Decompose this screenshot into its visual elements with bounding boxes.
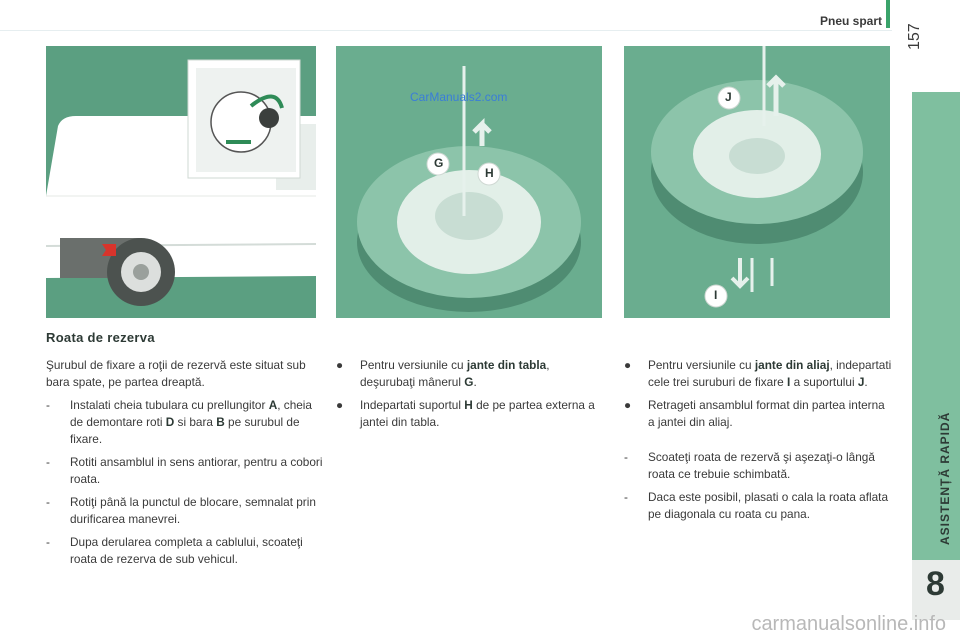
header-accent-bar bbox=[886, 0, 890, 28]
dash-marker: - bbox=[46, 455, 50, 469]
chapter-side-tab bbox=[912, 92, 960, 562]
callout-J: J bbox=[725, 90, 732, 104]
figure-van-spare-wheel bbox=[46, 46, 316, 318]
item-bold: G bbox=[464, 375, 474, 389]
page-header-title: Pneu spart bbox=[819, 14, 882, 28]
item-text: Rotiti ansamblul in sens antiorar, pentr… bbox=[70, 455, 323, 486]
dash-marker: - bbox=[624, 450, 628, 464]
item-text: Rotiţi până la punctul de blocare, semna… bbox=[70, 495, 316, 526]
dash-marker: - bbox=[46, 495, 50, 509]
list-item: ● Pentru versiunile cu jante din tabla, d… bbox=[336, 357, 606, 391]
item-text: Instalati cheia tubulara cu prellungitor bbox=[70, 398, 269, 412]
chapter-tab-label: ASISTENȚĂ RAPIDĂ bbox=[938, 411, 952, 545]
item-bold: B bbox=[216, 415, 225, 429]
item-bold: jante din tabla bbox=[466, 358, 547, 372]
column-1: Şurubul de fixare a roţii de rezervă est… bbox=[46, 357, 326, 574]
callout-I: I bbox=[714, 288, 718, 302]
dash-marker: - bbox=[624, 490, 628, 504]
item-text: de pe partea externa a jantei din tabla. bbox=[360, 398, 595, 429]
callout-G: G bbox=[434, 156, 444, 170]
item-text: , cheia de demontare roti bbox=[70, 398, 312, 429]
item-text: pe surubul de fixare. bbox=[70, 415, 300, 446]
intro-paragraph: Şurubul de fixare a roţii de rezervă est… bbox=[46, 358, 306, 389]
figure-alloy-rim-wheel: J I bbox=[624, 46, 890, 318]
list-item: ● Indepartati suportul H de pe partea ext… bbox=[336, 397, 606, 431]
list-item: - Rotiţi până la punctul de blocare, semn… bbox=[46, 494, 326, 528]
watermark-carmanuals2: CarManuals2.com bbox=[410, 90, 508, 104]
spacer bbox=[624, 437, 894, 449]
dash-marker: - bbox=[46, 535, 50, 549]
item-text: Retrageti ansamblul format din partea in… bbox=[648, 398, 885, 429]
bullet-marker: ● bbox=[624, 398, 632, 412]
item-text: Daca este posibil, plasati o cala la roa… bbox=[648, 490, 889, 521]
item-bold: J bbox=[857, 375, 865, 389]
chapter-number: 8 bbox=[926, 565, 945, 603]
figure-steel-rim-wheel: G H bbox=[336, 46, 602, 318]
item-text: Pentru versiunile cu bbox=[648, 358, 755, 372]
list-item: - Daca este posibil, plasati o cala la ro… bbox=[624, 489, 894, 523]
item-text: a suportului bbox=[790, 375, 858, 389]
watermark-carmanualsonline: carmanualsonline.info bbox=[751, 613, 946, 635]
van-illustration bbox=[46, 59, 316, 306]
item-text: . bbox=[864, 375, 868, 389]
page-number: 157 bbox=[906, 23, 923, 50]
header-rule bbox=[0, 30, 892, 31]
item-text: Indepartati suportul bbox=[360, 398, 465, 412]
item-bold: I bbox=[787, 375, 791, 389]
item-bold: D bbox=[165, 415, 175, 429]
list-item: ● Pentru versiunile cu jante din aliaj, i… bbox=[624, 357, 894, 391]
section-title: Roata de rezerva bbox=[46, 330, 155, 345]
bullet-marker: ● bbox=[336, 358, 344, 372]
item-text: si bara bbox=[174, 415, 217, 429]
list-item: ● Retrageti ansamblul format din partea i… bbox=[624, 397, 894, 431]
list-item: - Scoateţi roata de rezervă şi aşezaţi-o … bbox=[624, 449, 894, 483]
callout-H: H bbox=[485, 166, 494, 180]
bullet-marker: ● bbox=[624, 358, 632, 372]
item-text: Scoateţi roata de rezervă şi aşezaţi-o l… bbox=[648, 450, 875, 481]
item-bold: A bbox=[268, 398, 278, 412]
item-text: Pentru versiunile cu bbox=[360, 358, 467, 372]
list-item: - Dupa derularea completa a cablului, sco… bbox=[46, 534, 326, 568]
item-text: Dupa derularea completa a cablului, scoa… bbox=[70, 535, 303, 566]
column-3: ● Pentru versiunile cu jante din aliaj, i… bbox=[624, 357, 894, 529]
item-text: , deşurubaţi mânerul bbox=[360, 358, 550, 389]
item-bold: jante din aliaj bbox=[754, 358, 830, 372]
column-2: ● Pentru versiunile cu jante din tabla, d… bbox=[336, 357, 606, 437]
item-text: , indepartati cele trei suruburi de fixa… bbox=[648, 358, 892, 389]
item-bold: H bbox=[464, 398, 473, 412]
dash-marker: - bbox=[46, 398, 50, 412]
list-item: - Instalati cheia tubulara cu prellungito… bbox=[46, 397, 326, 448]
chapter-number-box bbox=[912, 560, 960, 620]
bullet-marker: ● bbox=[336, 398, 344, 412]
item-text: . bbox=[473, 375, 477, 389]
list-item: - Rotiti ansamblul in sens antiorar, pent… bbox=[46, 454, 326, 488]
